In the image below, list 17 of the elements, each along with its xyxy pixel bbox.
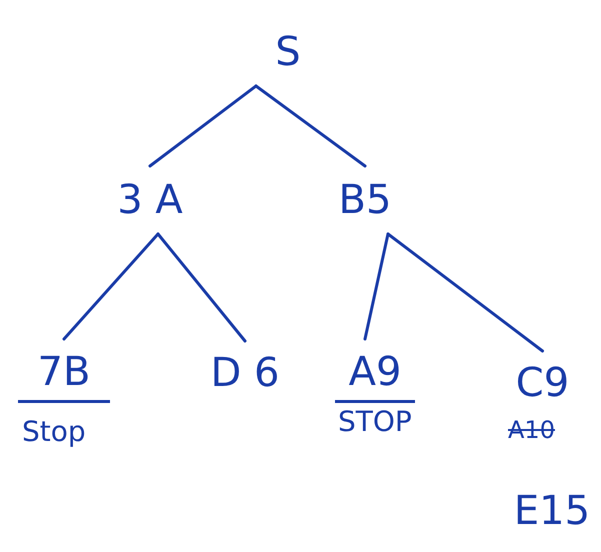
- node-label: E15: [512, 482, 592, 540]
- node-label: S: [262, 22, 314, 82]
- tree-branch-line: [254, 84, 366, 168]
- tree-branch-line: [148, 84, 258, 168]
- crossed-out-note: A10: [508, 418, 555, 442]
- underlined-node-label: 7B: [18, 343, 110, 403]
- node-label: C9: [505, 355, 580, 410]
- tree-branch-line: [156, 232, 246, 342]
- node-label: 3 A: [100, 170, 200, 230]
- tree-branch-line: [62, 232, 160, 340]
- stop-note: Stop: [22, 418, 86, 446]
- stop-note: STOP: [338, 408, 412, 436]
- underlined-node-label: A9: [335, 343, 415, 403]
- node-label: B5: [325, 170, 405, 230]
- tree-branch-line: [386, 232, 544, 352]
- tree-branch-line: [364, 232, 390, 340]
- node-label: D 6: [205, 345, 285, 400]
